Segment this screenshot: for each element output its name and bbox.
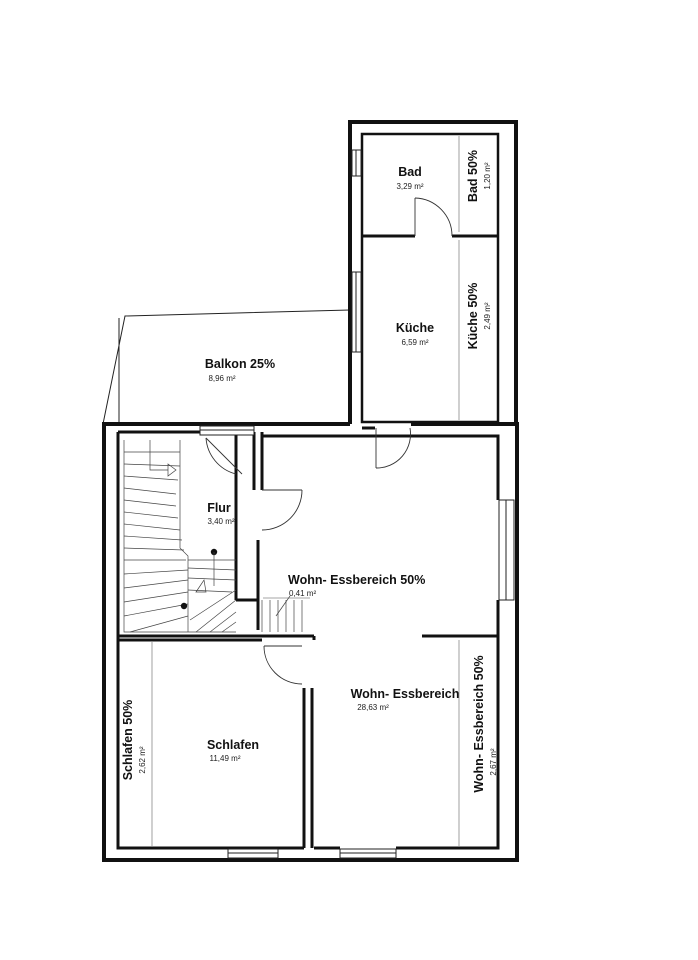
room-wohn-area: 28,63 m² <box>357 703 389 712</box>
staircase <box>123 440 303 633</box>
room-bad-name: Bad <box>398 165 422 179</box>
room-kueche-name: Küche <box>396 321 434 335</box>
inner-walls <box>116 132 500 850</box>
room-bad50-name: Bad 50% <box>466 150 480 202</box>
outer-walls <box>102 120 519 862</box>
room-labels: Bad 3,29 m² Bad 50% 1,20 m² Küche 6,59 m… <box>121 150 498 793</box>
room-balkon-name: Balkon 25% <box>205 357 275 371</box>
room-flur-name: Flur <box>207 501 231 515</box>
room-wohn50-small-area: 0,41 m² <box>289 589 316 598</box>
room-schlafen-name: Schlafen <box>207 738 259 752</box>
balcony <box>102 309 351 425</box>
room-wohn-name: Wohn- Essbereich <box>351 687 460 701</box>
room-flur-area: 3,40 m² <box>207 517 234 526</box>
room-schlafen50-area: 2,62 m² <box>138 746 147 773</box>
room-bad-area: 3,29 m² <box>396 182 423 191</box>
room-wohn50-small-name: Wohn- Essbereich 50% <box>288 573 425 587</box>
slope-lines <box>151 136 460 846</box>
room-wohn50-side-name: Wohn- Essbereich 50% <box>472 655 486 792</box>
room-kueche50-name: Küche 50% <box>466 283 480 350</box>
room-bad50-area: 1,20 m² <box>483 162 492 189</box>
room-schlafen50-name: Schlafen 50% <box>121 700 135 781</box>
windows <box>199 149 515 859</box>
doors <box>205 197 453 685</box>
room-kueche50-area: 2,49 m² <box>483 302 492 329</box>
room-wohn50-side-area: 2,67 m² <box>489 748 498 775</box>
room-kueche-area: 6,59 m² <box>401 338 428 347</box>
room-schlafen-area: 11,49 m² <box>210 754 241 763</box>
room-balkon-area: 8,96 m² <box>208 374 235 383</box>
